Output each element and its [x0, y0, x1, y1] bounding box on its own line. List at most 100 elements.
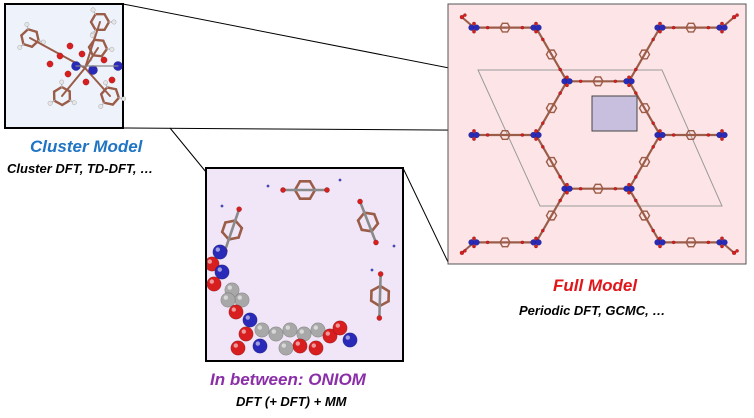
- oxygen-atom: [377, 271, 384, 277]
- oxygen-atom: [463, 13, 467, 17]
- carboxylate-bond: [61, 67, 86, 97]
- metal-atom: [473, 131, 480, 139]
- ring-bond: [93, 38, 105, 42]
- ring-bond: [370, 222, 380, 233]
- ring-bond: [220, 221, 227, 234]
- oxygen-atom: [324, 187, 330, 193]
- ring-bond: [506, 241, 511, 248]
- linker-bond: [627, 133, 662, 190]
- carboxylate-bond: [84, 67, 111, 97]
- ring-bond: [638, 53, 643, 60]
- cluster-molecule: [17, 7, 127, 109]
- ring-bond: [20, 28, 30, 37]
- ring-bond: [506, 22, 511, 29]
- oxygen-atom: [541, 37, 545, 42]
- ring-bond: [499, 22, 504, 29]
- ring-bond: [378, 299, 390, 308]
- atom-highlight: [335, 323, 340, 328]
- oxygen-atom: [357, 198, 363, 205]
- ring-bond: [646, 49, 651, 56]
- ring-bond: [52, 85, 63, 93]
- atom-highlight: [227, 285, 232, 290]
- ring-bond: [545, 210, 550, 217]
- oxygen-atom: [720, 29, 724, 34]
- ring-bond: [553, 49, 558, 56]
- ring-bond: [114, 88, 121, 99]
- metal-atom: [535, 131, 542, 139]
- atom-highlight: [241, 329, 246, 334]
- atom-highlight: [257, 325, 262, 330]
- space-filling-atom: [254, 322, 270, 338]
- hydrogen-atom: [47, 100, 53, 106]
- ring-bond: [356, 211, 366, 222]
- oxygen-atom: [565, 75, 569, 80]
- ring-bond: [638, 107, 643, 114]
- oxygen-atom: [658, 21, 662, 26]
- space-filling-atom: [242, 312, 258, 328]
- oxygen-atom: [236, 206, 242, 212]
- oxygen-atom: [720, 244, 724, 249]
- ring-bond: [60, 85, 71, 93]
- linker-bond: [534, 80, 569, 137]
- ring-bond: [692, 241, 697, 248]
- ring-bond: [370, 284, 382, 293]
- hydrogen-atom: [71, 100, 77, 106]
- space-filling-atom: [238, 326, 254, 342]
- hydrogen-atom: [98, 104, 104, 109]
- ring-bond: [506, 129, 511, 136]
- oxygen-atom: [373, 239, 379, 246]
- ring-bond: [599, 76, 604, 83]
- hydrogen-atom: [17, 45, 23, 50]
- full-model-title: Full Model: [553, 276, 638, 295]
- ring-bond: [692, 22, 697, 29]
- oxygen-atom: [658, 244, 662, 249]
- oxygen-atom: [627, 182, 631, 187]
- oxygen-atom: [613, 79, 618, 84]
- atom-highlight: [223, 295, 228, 300]
- oxygen-atom: [534, 29, 538, 34]
- linker-stick: [378, 272, 382, 320]
- oxygen-atom: [472, 236, 476, 241]
- ring-bond: [99, 93, 106, 104]
- linker-stick: [358, 200, 378, 244]
- ring-bond: [545, 214, 550, 221]
- oxygen-atom: [472, 137, 476, 141]
- space-filling-atom: [212, 244, 228, 260]
- oxygen-atom: [634, 198, 638, 203]
- metal-atom: [535, 239, 542, 246]
- carboxylate-bond: [84, 47, 99, 69]
- oxygen-atom: [634, 175, 638, 179]
- cluster-model-subtitle: Cluster DFT, TD-DFT, …: [7, 161, 154, 176]
- ring-bond: [102, 39, 109, 51]
- atom-highlight: [295, 341, 300, 346]
- oxygen-atom: [651, 145, 655, 149]
- small-atom: [338, 178, 342, 182]
- oxygen-atom: [651, 121, 655, 125]
- ring-bond: [35, 30, 40, 42]
- ring-bond: [553, 214, 558, 221]
- oxygen-atom: [472, 129, 476, 133]
- ring-bond: [545, 49, 550, 56]
- oxygen-atom: [66, 42, 74, 50]
- full-model-panel: [447, 3, 747, 265]
- linker-bond: [534, 187, 569, 244]
- ring-bond: [545, 53, 550, 60]
- oxygen-atom: [565, 83, 569, 88]
- hydrogen-atom: [24, 21, 30, 27]
- metal-atom: [659, 131, 666, 139]
- oxygen-atom: [651, 228, 655, 233]
- oxygen-atom: [651, 37, 655, 42]
- oxygen-atom: [459, 250, 465, 256]
- ring-bond: [553, 103, 558, 109]
- ring-bond: [308, 180, 317, 192]
- oxygen-atom: [534, 244, 538, 249]
- oxygen-atom: [706, 133, 711, 137]
- ring-bond: [599, 183, 604, 190]
- oxygen-atom: [658, 137, 662, 141]
- atom-highlight: [245, 315, 250, 320]
- metal-atom: [628, 185, 635, 192]
- ring-bond: [22, 42, 34, 48]
- mof-framework-structure: [459, 13, 739, 256]
- oxygen-atom: [720, 236, 724, 241]
- space-filling-atom: [292, 338, 308, 354]
